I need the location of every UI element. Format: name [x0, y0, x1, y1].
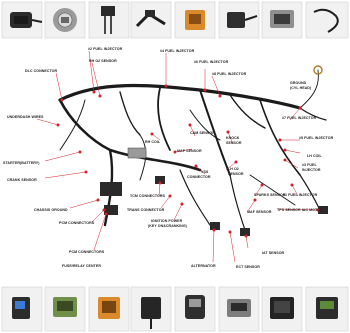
- gray-connector-icon: [218, 286, 260, 332]
- callout-leaders: [36, 50, 320, 263]
- label-alternator: ALTERNATOR: [191, 264, 216, 268]
- black-connector-icon: [261, 286, 303, 332]
- label-vss: VSS: [201, 170, 209, 174]
- label-cylhead: (CYL HEAD): [290, 86, 312, 90]
- label-keycrank: (KEY ON&CRANKING): [148, 224, 188, 228]
- label-sparks: SPARKS SENSOR: [254, 193, 286, 197]
- label-mapsensor: MAP SENSOR: [177, 149, 202, 153]
- gray-plug-icon: [261, 1, 303, 39]
- label-rh02: RH O2 SENSOR: [89, 59, 117, 63]
- label-knock: KNOCK: [226, 136, 240, 140]
- bottom-thumbnail-row: [1, 286, 349, 332]
- label-tcmconn: TCM CONNECTORS: [130, 194, 166, 198]
- connector-plug-icon: [1, 1, 43, 39]
- label-ground: GROUND: [290, 81, 307, 85]
- sensor-connector-icon: [218, 1, 260, 39]
- label-pcmconn2: PCM CONNECTORS: [69, 250, 105, 254]
- label-starter: STARTER(BATTERY): [3, 161, 40, 165]
- sensor-plug-icon: [174, 286, 216, 332]
- label-ect: ECT SENSOR: [236, 265, 260, 269]
- label-maf: MAF SENSOR: [247, 210, 272, 214]
- green-plug-icon: [305, 286, 349, 332]
- label-knocksensor: SENSOR: [226, 141, 242, 145]
- harness-clip-icon: [130, 1, 172, 39]
- label-inj7: #7 FUEL INJECTOR: [282, 116, 317, 120]
- label-iat: IAT SENSOR: [262, 251, 285, 255]
- wire-pigtail-icon: [88, 1, 130, 39]
- callout-labels: #2 FUEL INJECTOR #4 FUEL INJECTOR RH O2 …: [3, 47, 334, 269]
- orange-connector-icon: [174, 1, 216, 39]
- round-connector-icon: [44, 1, 86, 39]
- blue-plug-icon: [1, 286, 43, 332]
- loop-terminal-icon: [305, 1, 349, 39]
- orange-connector-icon: [88, 286, 130, 332]
- label-ignition: IGNITION POWER: [151, 219, 183, 223]
- label-inj4: #4 FUEL INJECTOR: [160, 49, 195, 53]
- label-fuserelay: FUSE/RELAY CENTER: [62, 264, 101, 268]
- label-dlc: DLC CONNECTOR: [25, 69, 57, 73]
- label-inj5: #5 FUEL INJECTOR: [299, 136, 334, 140]
- wiring-harness: [58, 65, 328, 236]
- label-vssconn: CONNECTOR: [187, 175, 211, 179]
- label-inj3b: INJECTOR: [302, 168, 321, 172]
- label-inj3a: #3 FUEL: [302, 163, 317, 167]
- label-chassis: CHASSIS GROUND: [34, 208, 68, 212]
- label-pcmconn: PCM CONNECTORS: [59, 221, 95, 225]
- label-inj2: #2 FUEL INJECTOR: [88, 47, 123, 51]
- label-lh02b: SENSOR: [228, 172, 244, 176]
- label-inj6: #6 FUEL INJECTOR: [194, 60, 229, 64]
- top-thumbnail-row: [1, 1, 349, 39]
- label-underdash: UNDERDASH WIRES: [7, 115, 44, 119]
- label-lh02a: LH O2: [228, 167, 239, 171]
- label-crank: CRANK SENSOR: [7, 178, 37, 182]
- label-inj1: #1 FUEL INJECTOR: [283, 193, 318, 197]
- label-camsensor: CAM SENSOR: [190, 131, 215, 135]
- label-tps: TPS SENSOR IAC MOTOR: [277, 208, 323, 212]
- label-rhcoil: RH COIL: [145, 140, 161, 144]
- label-lhcoil: LH COIL: [307, 154, 322, 158]
- label-transconn: TRANS CONNECTOR: [127, 208, 165, 212]
- black-plug-icon: [130, 286, 172, 332]
- green-connector-icon: [44, 286, 86, 332]
- label-inj8: #8 FUEL INJECTOR: [212, 72, 247, 76]
